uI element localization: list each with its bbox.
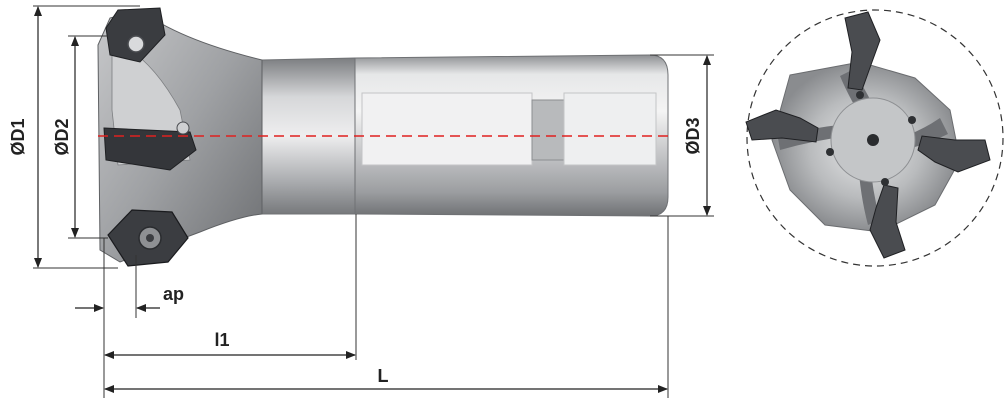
dimension-L: L: [104, 216, 669, 398]
insert-left: [745, 109, 819, 143]
dimension-d2: ØD2: [52, 35, 108, 239]
clamp-screw-3: [881, 178, 889, 186]
ap-label: ap: [163, 284, 184, 304]
swept-diameter-circle: [746, 9, 1004, 267]
dimension-l1: l1: [103, 214, 357, 398]
d2-label: ØD2: [52, 118, 72, 155]
clamp-screw-4: [826, 148, 834, 156]
bottom-insert-screw-center: [146, 234, 154, 242]
d1-label: ØD1: [8, 118, 28, 155]
insert-top: [844, 11, 881, 91]
L-label: L: [378, 366, 389, 386]
dimension-d1: ØD1: [8, 5, 140, 269]
dimension-d3: ØD3: [650, 54, 714, 217]
top-insert: [105, 7, 166, 63]
dimension-ap: ap: [75, 238, 184, 318]
d3-label: ØD3: [683, 117, 703, 154]
insert-bottom: [869, 184, 906, 259]
insert-right: [917, 135, 991, 173]
shank-flat: [361, 92, 533, 166]
middle-insert-screw: [176, 121, 190, 135]
coolant-hole: [867, 134, 879, 146]
clamp-screw-2: [908, 116, 916, 124]
end-view-cutter-face: [745, 9, 1004, 267]
l1-label: l1: [214, 330, 229, 350]
shank-flat-2: [563, 92, 657, 166]
shank-slot: [531, 99, 565, 161]
top-insert-screw: [127, 35, 145, 53]
side-view-tool-body: [97, 7, 669, 267]
middle-insert: [103, 127, 197, 171]
clamp-screw-1: [856, 91, 864, 99]
